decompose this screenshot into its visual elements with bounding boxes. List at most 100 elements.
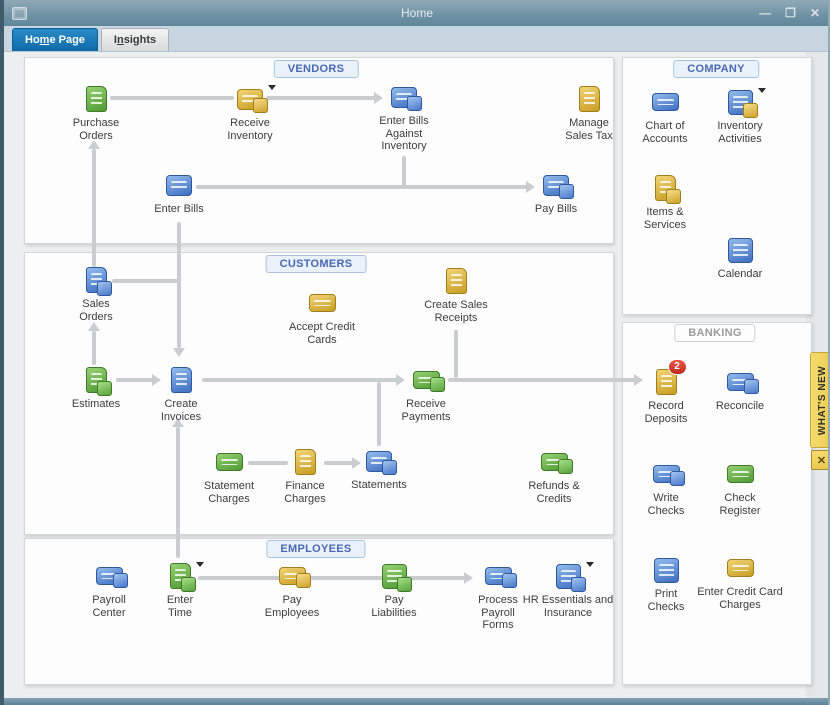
node-payroll-center[interactable]: Payroll Center xyxy=(84,561,134,619)
refunds-credits-icon xyxy=(540,453,573,474)
connector-receivepayments-recorddeposits xyxy=(448,378,636,382)
arrowhead xyxy=(172,418,184,427)
print-checks-icon xyxy=(653,557,679,583)
window-menu-icon[interactable] xyxy=(12,6,27,20)
node-sales-orders[interactable]: Sales Orders xyxy=(64,265,128,323)
node-print-checks[interactable]: Print Checks xyxy=(643,555,689,613)
connector-entertime-createinvoices xyxy=(176,427,180,558)
chart-of-accounts-icon xyxy=(651,93,679,111)
connector-stmtcharges-financecharges xyxy=(248,461,288,465)
whats-new-close-button[interactable]: ✕ xyxy=(811,450,830,470)
minimize-button[interactable]: — xyxy=(759,6,772,20)
node-enter-credit-card-charges[interactable]: Enter Credit Card Charges xyxy=(695,553,785,611)
pay-bills-icon xyxy=(543,174,574,199)
connector-enterbills-paybills xyxy=(196,185,528,189)
node-manage-sales-tax[interactable]: Manage Sales Tax xyxy=(564,84,614,142)
node-pay-employees[interactable]: Pay Employees xyxy=(260,561,324,619)
node-refunds-credits[interactable]: Refunds & Credits xyxy=(524,447,584,505)
node-record-deposits[interactable]: 2 Record Deposits xyxy=(644,359,688,425)
purchase-orders-icon xyxy=(85,86,107,112)
company-panel xyxy=(622,57,812,315)
whats-new-tab[interactable]: WHAT'S NEW xyxy=(810,352,830,448)
node-pay-liabilities[interactable]: Pay Liabilities xyxy=(362,561,426,619)
node-enter-time[interactable]: Enter Time xyxy=(160,561,204,619)
enter-bills-against-inventory-icon xyxy=(391,86,422,111)
node-statement-charges[interactable]: Statement Charges xyxy=(197,447,261,505)
node-receive-inventory[interactable]: Receive Inventory xyxy=(218,84,282,142)
create-invoices-icon xyxy=(170,367,192,393)
connector-salesreceipts-down xyxy=(454,330,458,378)
window-bottom-border xyxy=(4,698,830,705)
items-services-icon xyxy=(654,175,681,204)
arrowhead xyxy=(88,140,100,149)
node-accept-credit-cards[interactable]: Accept Credit Cards xyxy=(285,288,359,346)
maximize-button[interactable]: ❐ xyxy=(785,6,796,20)
banking-panel xyxy=(622,322,812,685)
receive-inventory-icon xyxy=(237,88,268,113)
node-reconcile[interactable]: Reconcile xyxy=(707,367,773,413)
connector-payroll-flow xyxy=(198,576,466,580)
receive-payments-icon xyxy=(412,371,445,392)
node-enter-bills[interactable]: Enter Bills xyxy=(144,170,214,216)
process-payroll-forms-icon xyxy=(484,567,517,588)
vendors-panel xyxy=(24,57,614,244)
vendors-section-label: VENDORS xyxy=(273,60,359,78)
close-icon: ✕ xyxy=(816,454,827,467)
node-receive-payments[interactable]: Receive Payments xyxy=(394,365,458,423)
employees-panel xyxy=(24,538,614,685)
check-register-icon xyxy=(726,465,754,483)
node-calendar[interactable]: Calendar xyxy=(708,235,772,281)
node-enter-bills-against-inventory[interactable]: Enter Bills Against Inventory xyxy=(368,82,440,153)
arrowhead xyxy=(88,322,100,331)
record-deposits-count-badge: 2 xyxy=(667,359,687,375)
enter-time-icon xyxy=(169,563,196,592)
manage-sales-tax-icon xyxy=(578,86,600,112)
connector-salesorders-right xyxy=(112,279,181,283)
company-section-label: COMPANY xyxy=(673,60,759,78)
node-write-checks[interactable]: Write Checks xyxy=(643,459,689,517)
title-bar: Home — ❐ ✕ xyxy=(4,0,830,26)
arrowhead xyxy=(526,181,535,193)
pay-liabilities-icon xyxy=(381,563,412,592)
employees-section-label: EMPLOYEES xyxy=(266,540,366,558)
connector-estimates-salesorders xyxy=(92,331,96,365)
dropdown-caret-icon[interactable] xyxy=(757,88,766,93)
node-process-payroll-forms[interactable]: Process Payroll Forms xyxy=(470,561,526,632)
close-button[interactable]: ✕ xyxy=(809,6,820,20)
node-pay-bills[interactable]: Pay Bills xyxy=(524,170,588,216)
node-chart-of-accounts[interactable]: Chart of Accounts xyxy=(635,87,695,145)
node-items-services[interactable]: Items & Services xyxy=(636,173,694,231)
arrowhead xyxy=(464,572,473,584)
arrowhead xyxy=(396,374,405,386)
node-purchase-orders[interactable]: Purchase Orders xyxy=(64,84,128,142)
connector-ri-ebai xyxy=(266,96,376,100)
window-right-border xyxy=(828,0,830,705)
record-deposits-icon xyxy=(655,369,677,395)
node-check-register[interactable]: Check Register xyxy=(708,459,772,517)
accept-credit-cards-icon xyxy=(308,294,336,312)
dropdown-caret-icon[interactable] xyxy=(268,85,276,90)
node-create-sales-receipts[interactable]: Create Sales Receipts xyxy=(414,266,498,324)
node-finance-charges[interactable]: Finance Charges xyxy=(277,447,333,505)
dropdown-caret-icon[interactable] xyxy=(585,562,594,567)
arrowhead xyxy=(352,457,361,469)
arrowhead xyxy=(152,374,161,386)
node-statements[interactable]: Statements xyxy=(344,446,414,492)
connector-po-ri xyxy=(110,96,234,100)
dropdown-caret-icon[interactable] xyxy=(195,562,204,567)
connector-estimates-createinvoices xyxy=(116,378,154,382)
node-estimates[interactable]: Estimates xyxy=(64,365,128,411)
node-inventory-activities[interactable]: Inventory Activities xyxy=(708,87,772,145)
node-hr-essentials[interactable]: HR Essentials and Insurance xyxy=(522,561,614,619)
node-create-invoices[interactable]: Create Invoices xyxy=(149,365,213,423)
connector-financecharges-statements xyxy=(324,461,354,465)
inventory-activities-icon xyxy=(727,89,758,118)
pay-employees-icon xyxy=(278,567,311,588)
arrowhead xyxy=(374,92,383,104)
enter-credit-card-charges-icon xyxy=(726,559,754,577)
connector-enterbills-createinvoices xyxy=(177,222,181,348)
